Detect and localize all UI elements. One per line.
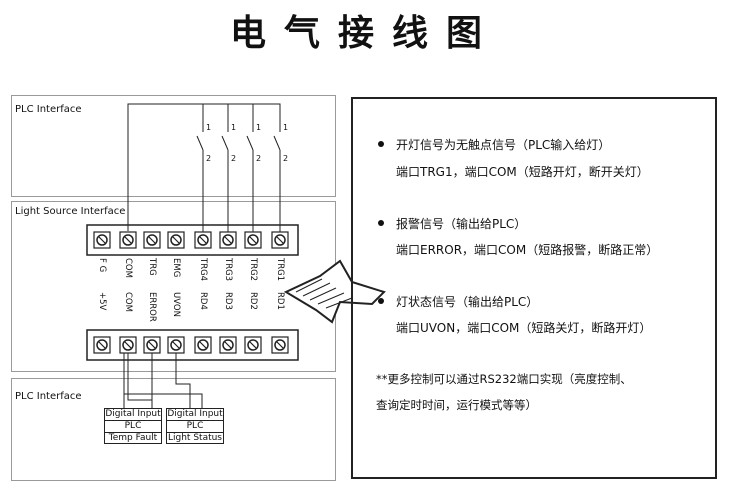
bottom-terminal-label-4: UVON — [171, 292, 181, 317]
switch-3-lower-number: 2 — [256, 154, 262, 163]
bottom-terminal-label-6: RD3 — [223, 292, 233, 310]
note-1-heading: 开灯信号为无触点信号（PLC输入给灯） — [396, 138, 611, 152]
switch-2-blade — [221, 135, 229, 151]
top-screw-slot-2 — [124, 236, 132, 244]
switch-3-upper-number: 1 — [256, 123, 262, 132]
uvon-wire — [175, 353, 191, 408]
bottom-terminal-label-3: ERROR — [147, 292, 157, 322]
top-terminal-label-2: COM — [123, 258, 133, 278]
plc-box-light-row-2: PLC — [167, 421, 223, 433]
bottom-terminal-label-7: RD2 — [248, 292, 258, 310]
note-3-heading: 灯状态信号（输出给PLC） — [396, 295, 539, 309]
note-2-heading: 报警信号（输出给PLC） — [396, 217, 527, 231]
top-terminal-label-1: F G — [97, 258, 107, 273]
top-terminal-label-3: TRG — [147, 258, 157, 276]
top-screw-slot-8 — [276, 236, 284, 244]
switch-2-lower-number: 2 — [231, 154, 237, 163]
switch-4-blade — [273, 135, 281, 151]
switch-1-upper-number: 1 — [206, 123, 212, 132]
bottom-screw-slot-3 — [148, 341, 156, 349]
plc-box-light-status: Digital Input PLC Light Status — [166, 408, 224, 444]
top-screw-slot-5 — [199, 236, 207, 244]
page-title: 电气接线图 — [229, 13, 500, 54]
bottom-screw-slot-1 — [98, 341, 106, 349]
bottom-terminal-label-2: COM — [123, 292, 133, 312]
switch-2-upper-number: 1 — [231, 123, 237, 132]
bottom-screw-slot-2 — [124, 341, 132, 349]
bottom-terminal-label-1: +5V — [97, 292, 107, 311]
top-terminal-label-4: EMG — [171, 258, 181, 278]
top-terminal-label-8: TRG1 — [275, 258, 285, 282]
plc-box-temp-row-3: Temp Fault — [108, 433, 158, 443]
plc-box-light-row-1: Digital Input — [167, 409, 223, 421]
plc-box-temp-fault: Digital Input PLC Temp Fault — [104, 408, 162, 444]
com-wire-bottom — [127, 353, 152, 401]
note-3-detail: 端口UVON，端口COM（短路关灯，断路开灯） — [396, 321, 652, 335]
bullet-2 — [378, 220, 384, 226]
switch-1-lower-number: 2 — [206, 154, 212, 163]
switch-4-lower-number: 2 — [283, 154, 289, 163]
note-1-detail: 端口TRG1，端口COM（短路开灯，断开关灯） — [396, 165, 649, 179]
top-screw-slot-6 — [224, 236, 232, 244]
switch-1-blade — [196, 135, 204, 151]
plc-box-temp-row-1: Digital Input — [105, 409, 161, 421]
notes-box — [351, 97, 717, 479]
top-screw-slot-1 — [98, 236, 106, 244]
bottom-screw-slot-4 — [172, 341, 180, 349]
bullet-3 — [378, 298, 384, 304]
top-screw-slot-7 — [249, 236, 257, 244]
top-screw-slot-4 — [172, 236, 180, 244]
bottom-screw-row — [93, 336, 289, 354]
light-source-interface-label: Light Source Interface — [15, 206, 126, 217]
footnote-line-2: 查询定时时间，运行模式等等） — [376, 398, 537, 412]
plc-interface-top-panel — [11, 95, 336, 197]
switch-3-blade — [246, 135, 254, 151]
bottom-screw-slot-5 — [199, 341, 207, 349]
arrow-hatching — [295, 278, 353, 309]
bullet-1 — [378, 141, 384, 147]
bottom-terminal-label-8: RD1 — [275, 292, 285, 310]
footnote-line-1: **更多控制可以通过RS232端口实现（亮度控制、 — [376, 372, 632, 386]
top-screw-row — [93, 231, 289, 249]
switch-4-upper-number: 1 — [283, 123, 289, 132]
plc-box-temp-row-2: PLC — [105, 421, 161, 433]
top-terminal-strip — [86, 224, 299, 256]
bottom-terminal-label-5: RD4 — [198, 292, 208, 310]
plc-box-light-row-3: Light Status — [168, 433, 222, 443]
bottom-screw-slot-8 — [276, 341, 284, 349]
top-terminal-label-6: TRG3 — [223, 258, 233, 282]
bottom-terminal-strip — [86, 329, 299, 361]
plc-interface-top-label: PLC Interface — [15, 104, 82, 115]
top-terminal-label-7: TRG2 — [248, 258, 258, 282]
switch-group — [196, 104, 281, 232]
top-terminal-label-5: TRG4 — [198, 258, 208, 282]
arrow-pointer — [283, 259, 386, 324]
top-screw-slot-3 — [148, 236, 156, 244]
bottom-screw-slot-6 — [224, 341, 232, 349]
plc-interface-bottom-label: PLC Interface — [15, 391, 82, 402]
note-2-detail: 端口ERROR，端口COM（短路报警，断路正常） — [396, 243, 659, 257]
bottom-screw-slot-7 — [249, 341, 257, 349]
